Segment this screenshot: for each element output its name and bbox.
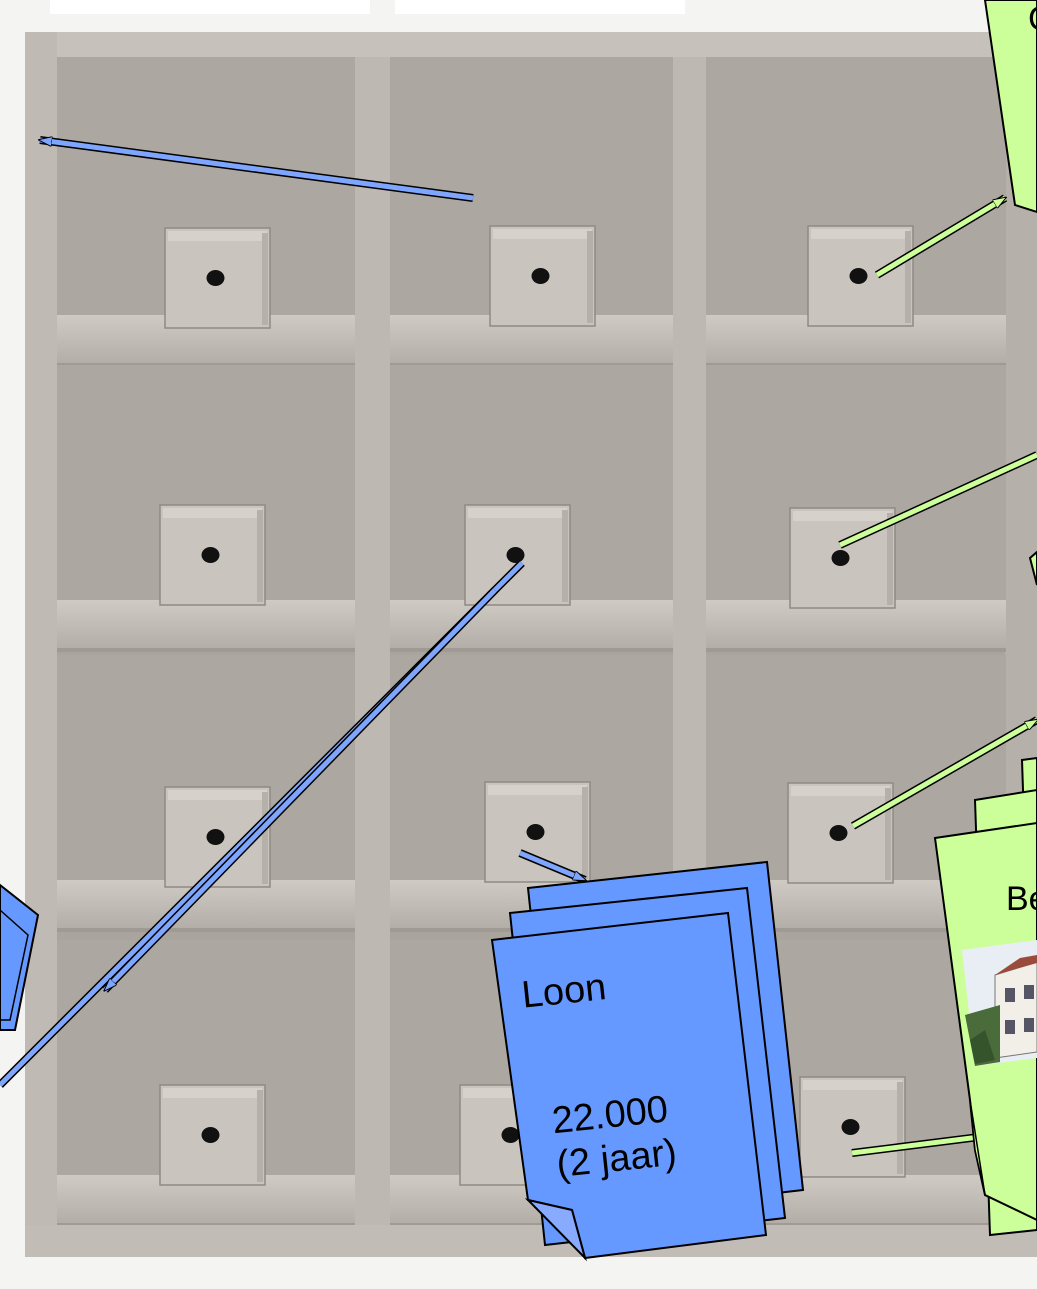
shelf-edge [57, 928, 355, 932]
drawer[interactable] [159, 504, 266, 606]
blue-note-partial-left [0, 908, 29, 1021]
keyhole [206, 270, 225, 286]
drawer-top [791, 786, 890, 796]
drawer-top [168, 790, 267, 800]
green-arrow [851, 717, 1037, 829]
cabinet-left-side [25, 32, 57, 1257]
blue-note-fold [524, 1198, 587, 1262]
blue-note-stack: Loon 22.000 (2 jaar) [490, 860, 805, 1262]
shelf-edge [706, 648, 1006, 652]
keyhole [506, 547, 525, 563]
drawer-side [887, 513, 893, 605]
keyhole [831, 550, 850, 566]
green-note-top-text: C [1028, 0, 1037, 38]
green-note-text: Be [1006, 880, 1037, 918]
green-arrow [838, 452, 1037, 548]
keyhole [501, 1127, 520, 1143]
drawer-side [897, 1082, 903, 1174]
house-photo [962, 940, 1037, 1066]
drawer-side [257, 1090, 263, 1182]
drawer-top [493, 229, 592, 239]
shelf [390, 600, 673, 648]
keyhole [201, 1127, 220, 1143]
keyhole [526, 824, 545, 840]
drawer-top [803, 1080, 902, 1090]
shelf-edge [390, 648, 673, 652]
drawer-side [582, 787, 588, 879]
cabinet-bottom [25, 1225, 1037, 1257]
drawer[interactable] [807, 225, 914, 327]
drawer-side [587, 231, 593, 323]
drawer[interactable] [799, 1076, 906, 1178]
keyhole [201, 547, 220, 563]
divider-vertical [355, 55, 390, 1235]
blue-note-title: Loon [520, 966, 608, 1017]
keyhole [829, 825, 848, 841]
drawer-side [885, 788, 891, 880]
green-note-tip [1028, 550, 1037, 586]
top-strip [50, 0, 370, 14]
green-arrow [875, 195, 1005, 278]
drawer[interactable] [484, 781, 591, 883]
drawer-top [163, 1088, 262, 1098]
keyhole [841, 1119, 860, 1135]
drawer-top [163, 508, 262, 518]
drawer[interactable] [164, 227, 271, 329]
drawers [159, 225, 914, 1186]
keyhole [206, 829, 225, 845]
drawer-top [793, 511, 892, 521]
drawer-top [488, 785, 587, 795]
keyhole [531, 268, 550, 284]
drawer-top [468, 508, 567, 518]
drawer-top [168, 231, 267, 241]
drawer[interactable] [787, 782, 894, 884]
drawer[interactable] [489, 225, 596, 327]
shelf-edge [57, 648, 355, 652]
shelf [57, 600, 355, 648]
blue-arrow [105, 588, 497, 990]
drawer-side [257, 510, 263, 602]
shelf-edge [706, 928, 1006, 932]
blue-arrow [519, 850, 585, 883]
cabinet-top-rail [25, 32, 1037, 57]
drawer[interactable] [464, 504, 571, 606]
drawer-top [811, 229, 910, 239]
keyhole [849, 268, 868, 284]
drawer[interactable] [159, 1084, 266, 1186]
top-strip [395, 0, 685, 14]
blue-arrow [40, 140, 474, 201]
drawer-side [262, 233, 268, 325]
green-note-top: C [983, 0, 1037, 214]
drawer-side [905, 231, 911, 323]
blue-note-partial-left [0, 883, 40, 1031]
drawer-side [562, 510, 568, 602]
green-note-stack: Be [933, 756, 1037, 1237]
drawer-side [262, 792, 268, 884]
